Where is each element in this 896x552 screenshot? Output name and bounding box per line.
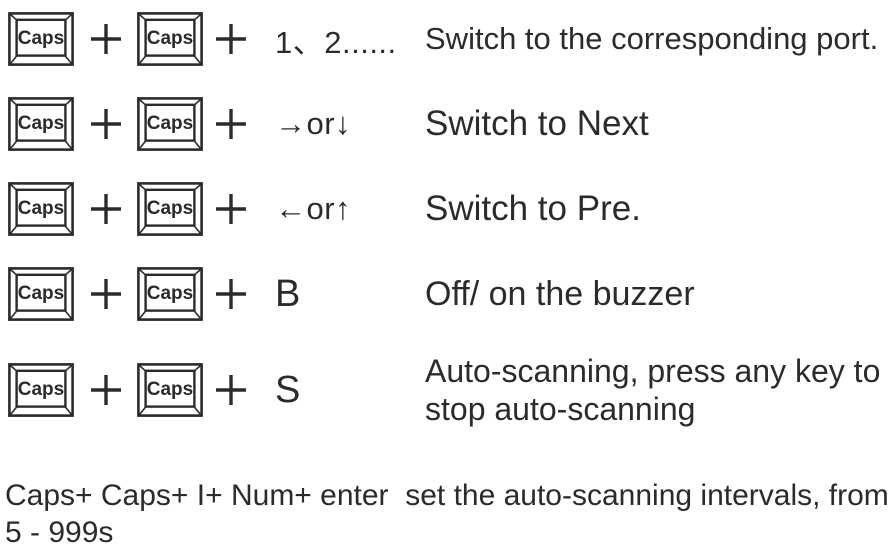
caps-key-icon: Caps [137, 267, 203, 321]
caps-key-label: Caps [18, 113, 64, 134]
plus-icon [214, 277, 248, 311]
hotkey-keys: →or↓ [275, 106, 352, 141]
plus-icon [88, 277, 123, 311]
caps-key-icon: Caps [8, 12, 74, 66]
hotkey-row-switch-next: Caps Caps →or↓ Switch to Next [8, 97, 896, 151]
plus-icon [88, 107, 123, 141]
caps-key-icon: Caps [8, 97, 74, 151]
hotkey-keys: ←or↑ [275, 191, 352, 226]
caps-key-label: Caps [147, 28, 193, 49]
hotkey-description: Switch to Pre. [425, 189, 641, 228]
caps-key-label: Caps [147, 283, 193, 304]
plus-icon [88, 192, 123, 226]
hotkey-description: Off/ on the buzzer [425, 275, 695, 313]
caps-key-label: Caps [18, 28, 64, 49]
plus-icon [88, 373, 123, 407]
caps-key-icon: Caps [137, 182, 203, 236]
plus-icon [88, 22, 123, 56]
caps-key-label: Caps [18, 283, 64, 304]
plus-icon [214, 373, 248, 407]
hotkey-row-switch-previous: Caps Caps ←or↑ Switch to Pre. [8, 182, 896, 236]
hotkey-description: Switch to Next [425, 104, 649, 143]
caps-key-label: Caps [147, 198, 193, 219]
plus-icon [214, 192, 248, 226]
hotkey-keys: S [275, 368, 301, 411]
hotkey-row-switch-port: Caps Caps 1、2...... Switch to the corres… [8, 12, 896, 66]
hotkey-keys: 1、2...... [275, 24, 397, 60]
hotkey-keys: B [275, 272, 301, 315]
plus-icon [214, 107, 248, 141]
caps-key-icon: Caps [137, 363, 203, 417]
caps-key-label: Caps [147, 379, 193, 400]
hotkey-row-buzzer: Caps Caps B Off/ on the buzzer [8, 267, 896, 321]
caps-key-label: Caps [18, 198, 64, 219]
caps-key-label: Caps [147, 113, 193, 134]
hotkey-row-auto-scan: Caps Caps S Auto-scanning, press any key… [8, 352, 896, 428]
caps-key-icon: Caps [137, 12, 203, 66]
auto-scan-interval-note: Caps+ Caps+ I+ Num+ enter set the auto-s… [5, 479, 889, 549]
caps-key-icon: Caps [8, 363, 74, 417]
hotkey-description: Auto-scanning, press any key to stop aut… [425, 353, 881, 427]
caps-key-icon: Caps [137, 97, 203, 151]
hotkey-table: Caps Caps 1、2...... Switch to the corres… [8, 12, 896, 428]
caps-key-icon: Caps [8, 267, 74, 321]
caps-key-label: Caps [18, 379, 64, 400]
caps-key-icon: Caps [8, 182, 74, 236]
hotkey-description: Switch to the corresponding port. [425, 21, 879, 56]
plus-icon [214, 22, 248, 56]
